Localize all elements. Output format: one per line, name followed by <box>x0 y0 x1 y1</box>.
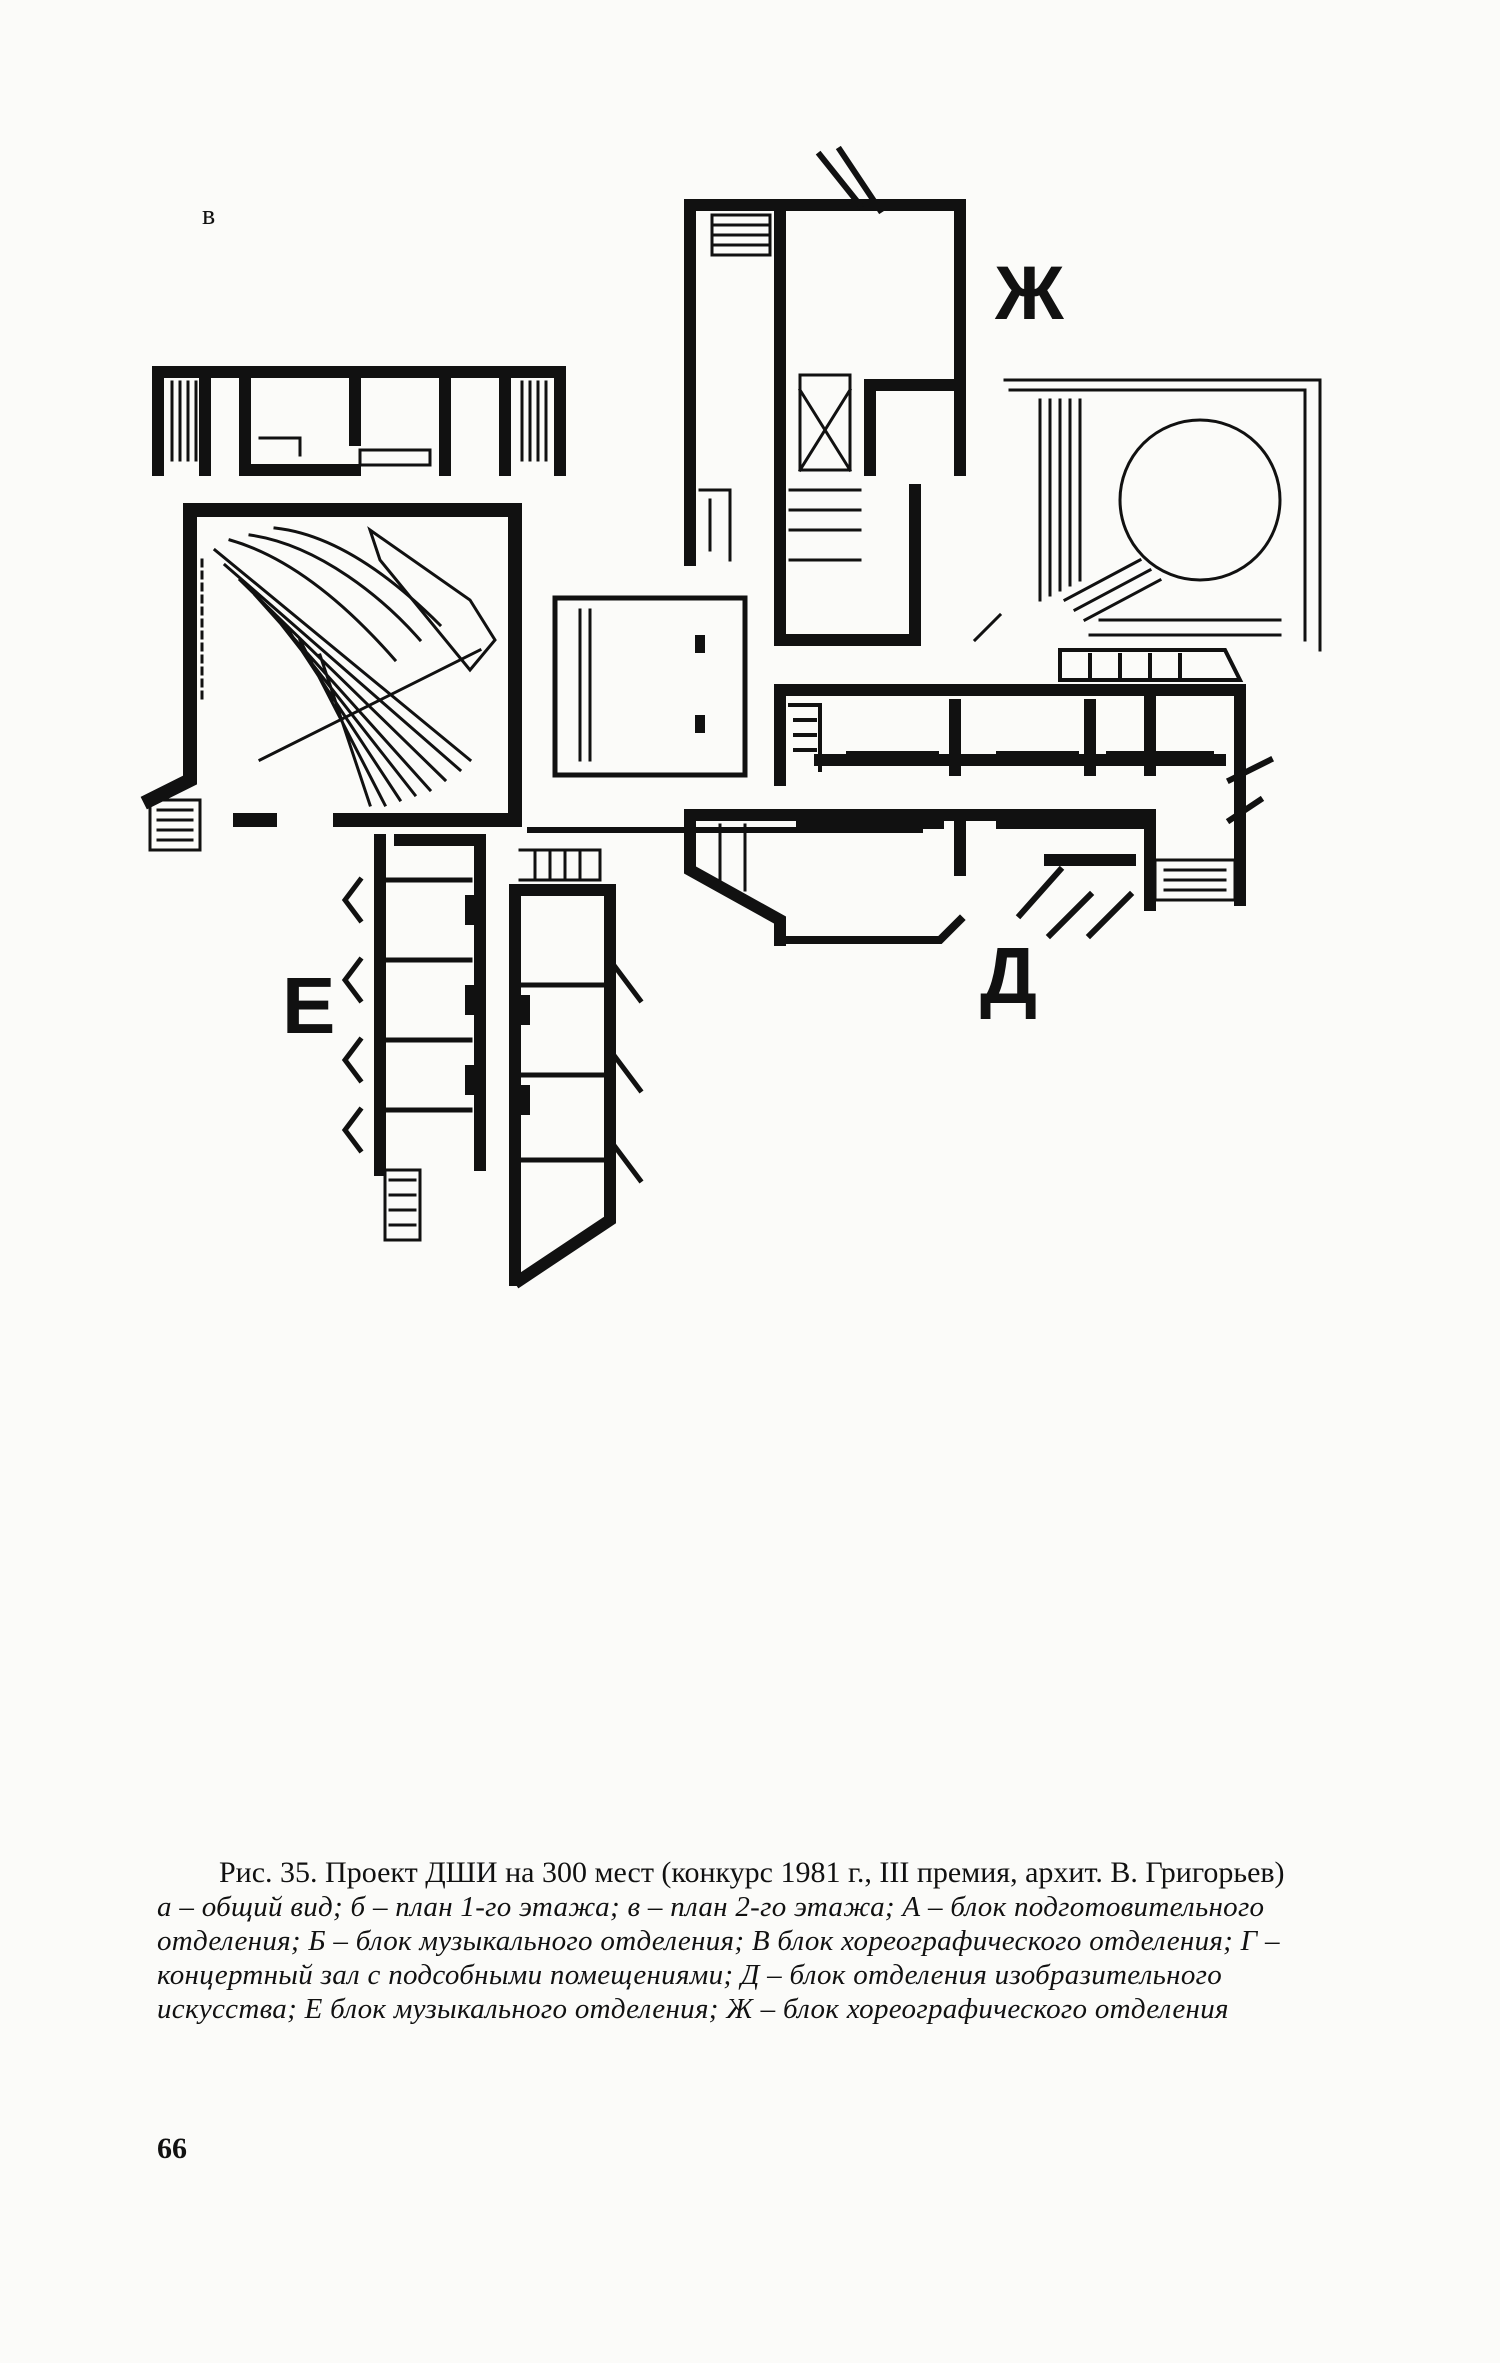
auditorium-entry-stair <box>148 798 202 852</box>
caption-legend: а – общий вид; б – план 1-го этажа; в – … <box>157 1891 1280 2025</box>
block-d-details <box>718 648 1275 940</box>
top-left-wing <box>152 366 566 476</box>
auditorium-walls <box>140 503 522 827</box>
block-zh-walls <box>684 145 966 646</box>
page-number: 66 <box>157 2132 187 2165</box>
block-label-e: Е <box>282 961 336 1050</box>
top-left-stairs <box>170 380 548 467</box>
caption-title: Рис. 35. Проект ДШИ на 300 мест (конкурс… <box>219 1856 1285 1889</box>
central-hall <box>512 595 923 833</box>
block-e-walls <box>374 834 616 1289</box>
round-hall <box>972 378 1322 652</box>
figure-caption: Рис. 35. Проект ДШИ на 300 мест (конкурс… <box>157 1856 1337 2026</box>
block-zh-stairs <box>698 213 862 562</box>
auditorium-seats <box>193 526 497 808</box>
block-e-rooms <box>341 848 644 1242</box>
panel-letter: в <box>202 200 216 231</box>
block-label-d: Д <box>980 931 1037 1020</box>
block-d-walls <box>684 684 1246 946</box>
block-label-zh: Ж <box>995 251 1064 336</box>
floor-plan-drawing <box>140 145 1322 1289</box>
